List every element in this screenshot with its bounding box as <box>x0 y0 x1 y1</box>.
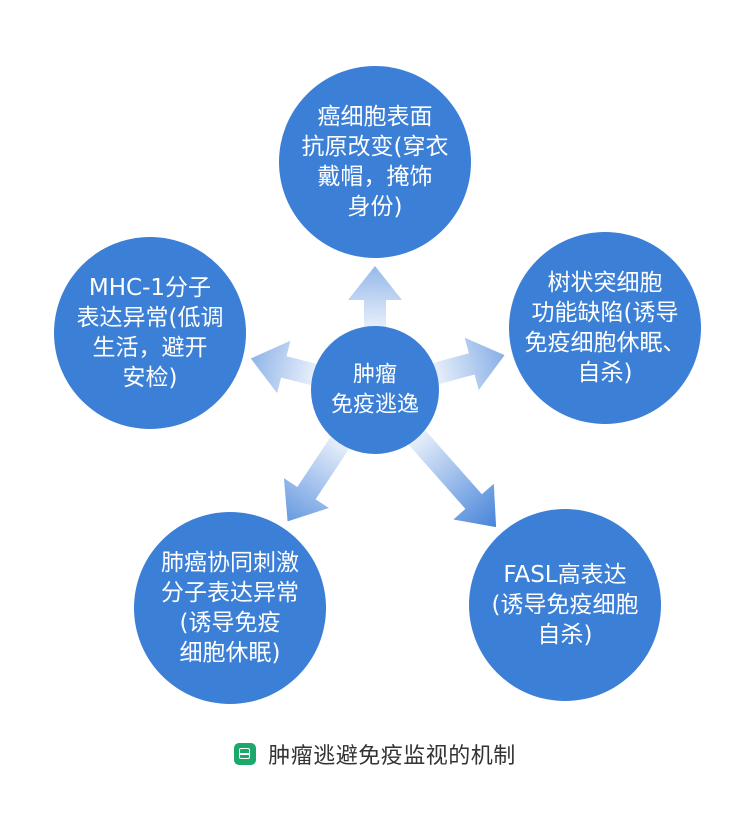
arrow-surface-antigen <box>348 266 402 360</box>
node-surface-antigen-line: 抗原改变(穿衣 <box>302 134 449 160</box>
center-line: 免疫逃逸 <box>331 393 419 418</box>
node-dendritic-cell-line: 功能缺陷(诱导 <box>532 300 679 326</box>
node-fasl-line: 自杀) <box>538 622 593 648</box>
node-surface-antigen-line: 癌细胞表面 <box>318 104 433 130</box>
node-dendritic-cell-line: 自杀) <box>578 360 633 386</box>
node-circle <box>509 232 701 424</box>
node-fasl-line: FASL高表达 <box>503 562 626 588</box>
node-mhc1-line: 生活，避开 <box>93 335 208 361</box>
book-icon <box>234 743 257 765</box>
node-surface-antigen-line: 身份) <box>348 194 403 220</box>
node-dendritic-cell-line: 免疫细胞休眠、 <box>525 330 686 356</box>
node-mhc1-line: 表达异常(低调 <box>77 305 224 331</box>
node-fasl-line: (诱导免疫细胞 <box>492 592 639 618</box>
center-line: 肿瘤 <box>353 363 397 388</box>
caption: 肿瘤逃避免疫监视的机制 <box>0 734 750 774</box>
center-circle <box>311 326 439 454</box>
node-costimulatory-line: 肺癌协同刺激 <box>161 550 299 576</box>
node-circle <box>54 237 246 429</box>
node-mhc1-line: MHC-1分子 <box>89 275 211 301</box>
outer-nodes: 癌细胞表面抗原改变(穿衣戴帽，掩饰身份)树状突细胞功能缺陷(诱导免疫细胞休眠、自… <box>54 66 701 704</box>
node-costimulatory-line: 分子表达异常 <box>161 580 299 606</box>
node-circle <box>279 66 471 258</box>
node-mhc1-line: 安检) <box>123 365 178 391</box>
node-costimulatory-line: (诱导免疫 <box>180 610 281 636</box>
node-costimulatory-line: 细胞休眠) <box>180 640 281 666</box>
node-surface-antigen-line: 戴帽，掩饰 <box>318 164 433 190</box>
caption-text: 肿瘤逃避免疫监视的机制 <box>268 744 516 769</box>
node-dendritic-cell-line: 树状突细胞 <box>548 270 663 296</box>
node-circle <box>134 512 326 704</box>
node-circle <box>469 509 661 701</box>
